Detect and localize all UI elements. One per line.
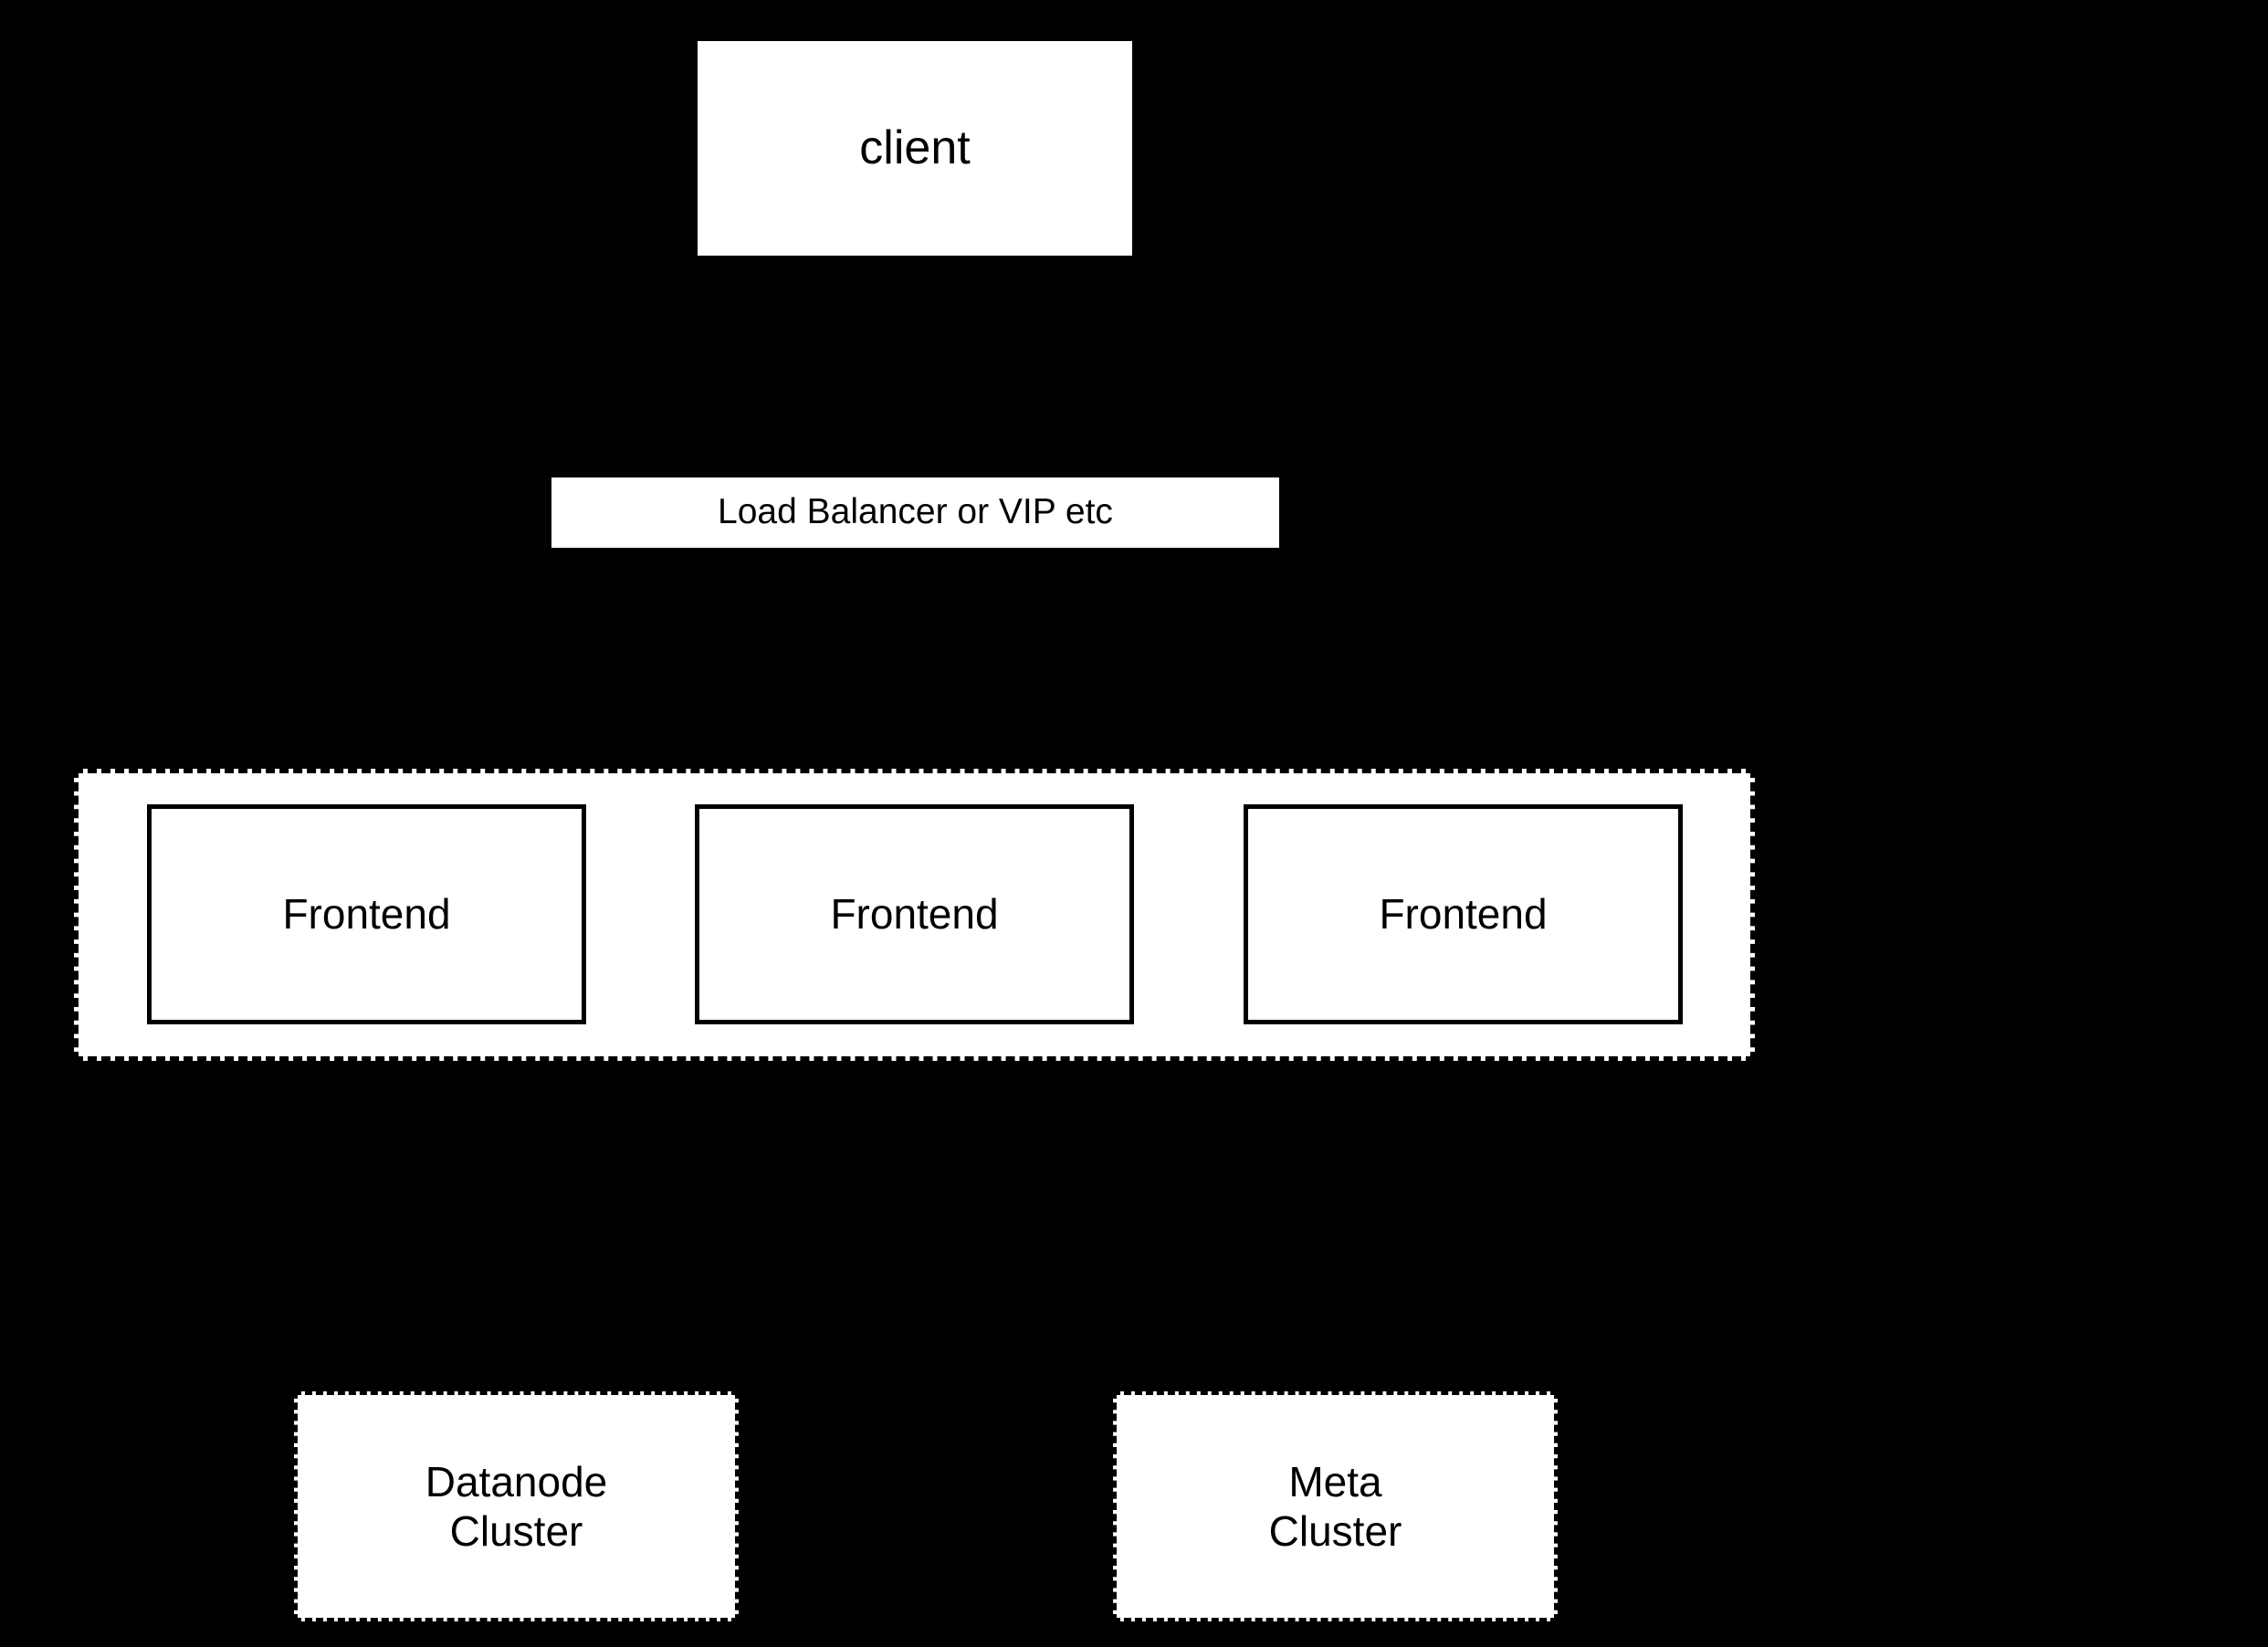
node-frontend-3-label: Frontend (1379, 890, 1548, 939)
node-frontend-1-label: Frontend (282, 890, 451, 939)
node-datanode-cluster[interactable]: Datanode Cluster (294, 1391, 739, 1621)
node-frontend-3[interactable]: Frontend (1244, 804, 1683, 1024)
node-meta-cluster-label: Meta Cluster (1268, 1457, 1402, 1555)
node-client-label: client (859, 121, 971, 174)
node-load-balancer-label: Load Balancer or VIP etc (718, 492, 1113, 532)
node-client[interactable]: client (698, 41, 1132, 256)
node-frontend-1[interactable]: Frontend (147, 804, 586, 1024)
node-frontend-2-label: Frontend (830, 890, 999, 939)
node-datanode-cluster-label: Datanode Cluster (425, 1457, 608, 1555)
node-load-balancer[interactable]: Load Balancer or VIP etc (551, 477, 1279, 548)
node-frontend-2[interactable]: Frontend (695, 804, 1134, 1024)
node-meta-cluster[interactable]: Meta Cluster (1113, 1391, 1558, 1621)
